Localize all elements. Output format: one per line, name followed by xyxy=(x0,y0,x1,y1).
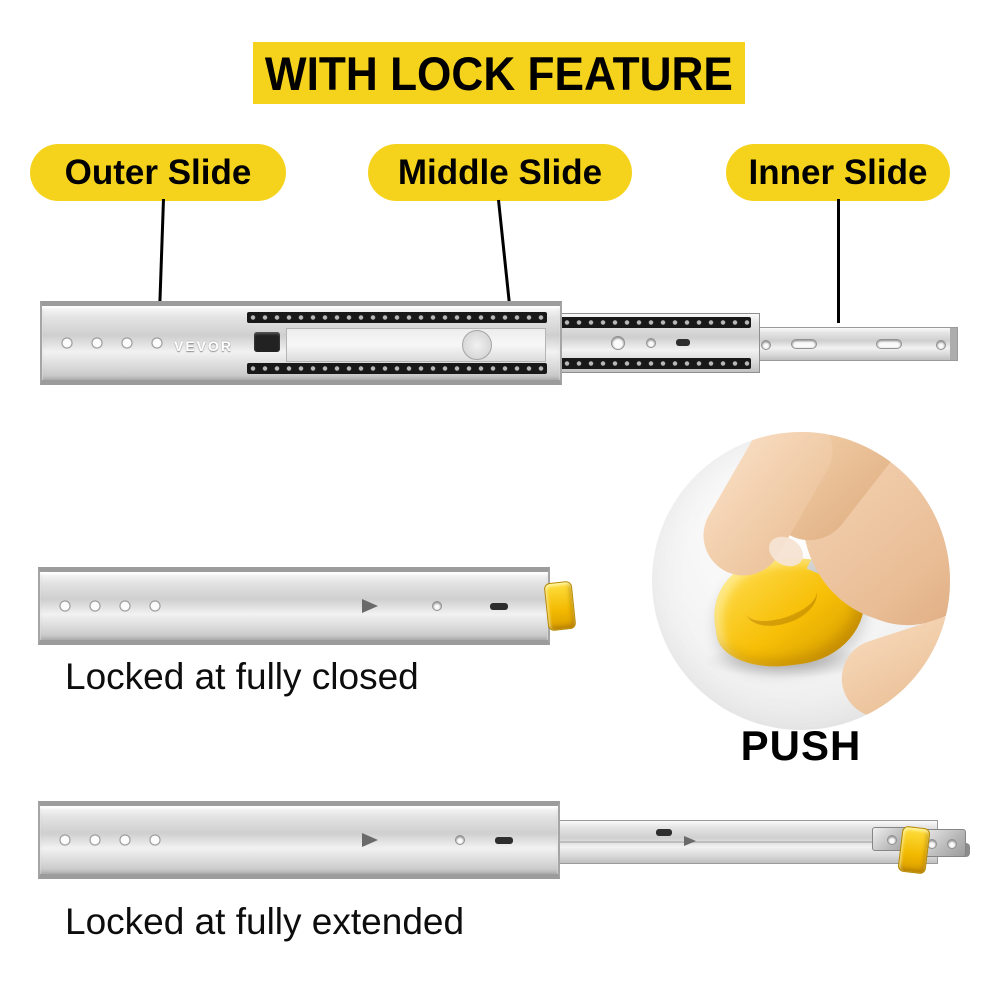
closed-slide-rail xyxy=(38,567,550,645)
lock-slot xyxy=(656,829,672,836)
caption-closed: Locked at fully closed xyxy=(65,656,419,697)
pointer-line-inner xyxy=(837,199,840,323)
extended-inner-rail xyxy=(543,820,938,864)
detent-arrow xyxy=(362,833,378,847)
latch-hole xyxy=(947,839,957,849)
rail-end-cap xyxy=(950,328,957,360)
slide-extended-diagram: VEVOR xyxy=(40,298,960,390)
ball-bearing-strip xyxy=(489,317,751,328)
rivet-hole xyxy=(611,336,625,350)
lock-lever-tab xyxy=(897,825,931,875)
label-outer-text: Outer Slide xyxy=(64,152,252,192)
rivet-hole xyxy=(432,601,442,611)
slot-hole xyxy=(791,339,817,349)
detent-arrow xyxy=(684,836,696,846)
label-middle-text: Middle Slide xyxy=(397,152,603,192)
slide-locked-extended-diagram xyxy=(38,793,970,893)
label-inner-slide: Inner Slide xyxy=(726,144,950,201)
rivet-hole xyxy=(761,340,771,350)
mounting-hole-row xyxy=(50,599,170,613)
lock-slot xyxy=(495,837,513,844)
lock-lever-tab xyxy=(543,580,577,632)
rivet-hole xyxy=(936,340,946,350)
mounting-hole-row xyxy=(50,833,170,847)
label-middle-slide: Middle Slide xyxy=(368,144,632,201)
title-text: WITH LOCK FEATURE xyxy=(265,46,733,100)
brand-logo: VEVOR xyxy=(174,338,234,354)
lock-slot xyxy=(676,339,690,346)
push-detail-photo xyxy=(652,432,950,730)
ball-bearing-strip xyxy=(247,363,547,374)
ball-bearing-strip xyxy=(247,312,547,323)
title-banner: WITH LOCK FEATURE xyxy=(253,42,745,104)
mounting-hole-row xyxy=(52,336,172,350)
caption-extended: Locked at fully extended xyxy=(65,901,465,942)
extended-outer-rail xyxy=(38,801,560,879)
rivet-hole xyxy=(455,835,465,845)
rail-groove xyxy=(550,841,929,843)
slot-hole xyxy=(876,339,902,349)
detent-arrow xyxy=(362,599,378,613)
ball-bearing-strip xyxy=(489,358,751,369)
outer-slide-rail: VEVOR xyxy=(40,301,562,385)
rail-window xyxy=(286,328,546,362)
rivet-hole xyxy=(646,338,656,348)
latch-hole xyxy=(887,835,897,845)
lock-slot xyxy=(490,603,508,610)
label-inner-text: Inner Slide xyxy=(748,152,928,192)
bearing-retainer-disc xyxy=(462,330,492,360)
disconnect-clip xyxy=(254,332,280,352)
slide-closed-diagram xyxy=(38,558,583,654)
push-label: PUSH xyxy=(740,722,862,769)
label-outer-slide: Outer Slide xyxy=(30,144,286,201)
